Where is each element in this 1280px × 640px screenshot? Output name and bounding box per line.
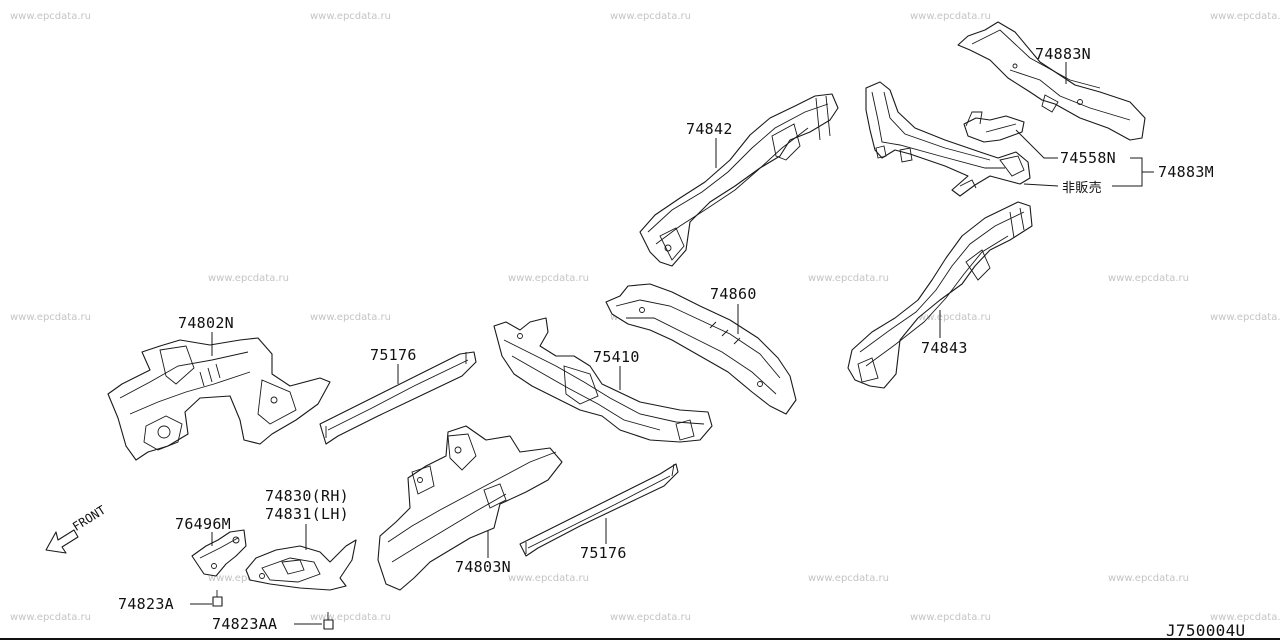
watermark: www.epcdata.ru	[808, 573, 889, 584]
watermark: www.epcdata.ru	[910, 11, 991, 22]
part-label: 非販売	[1062, 181, 1102, 196]
watermark: www.epcdata.ru	[910, 312, 991, 323]
diagram-code: J750004U	[1166, 621, 1246, 640]
watermark: www.epcdata.ru	[10, 11, 91, 22]
watermark: www.epcdata.ru	[610, 11, 691, 22]
part-74803N-drawing	[377, 425, 563, 591]
watermark: www.epcdata.ru	[1108, 573, 1189, 584]
part-74830-74831-drawing	[245, 539, 357, 591]
part-75176-upper-drawing	[319, 351, 477, 445]
watermark: www.epcdata.ru	[1108, 273, 1189, 284]
part-75410-drawing	[493, 317, 713, 443]
leader-lines	[190, 62, 1154, 625]
bolt-74823A-drawing	[212, 590, 223, 607]
part-label: 74802N	[178, 314, 234, 332]
watermark: www.epcdata.ru	[808, 273, 889, 284]
watermark: www.epcdata.ru	[310, 312, 391, 323]
part-label: 75410	[593, 348, 640, 366]
bottom-rule	[0, 638, 1280, 640]
part-label: 74842	[686, 120, 733, 138]
part-76496M-drawing	[191, 529, 247, 577]
watermark: www.epcdata.ru	[10, 312, 91, 323]
part-label: 75176	[370, 346, 417, 364]
part-label: 76496M	[175, 515, 231, 533]
part-label: 74883N	[1035, 45, 1091, 63]
part-74558N-drawing	[963, 111, 1025, 143]
front-arrow-icon	[45, 529, 79, 554]
part-label: 75176	[580, 544, 627, 562]
watermark: www.epcdata.ru	[1210, 612, 1280, 623]
watermark: www.epcdata.ru	[310, 612, 391, 623]
part-74883M-drawing	[865, 81, 1031, 197]
watermark: www.epcdata.ru	[208, 273, 289, 284]
watermark: www.epcdata.ru	[1210, 312, 1280, 323]
part-label: 74883M	[1158, 163, 1214, 181]
part-label: 74823AA	[212, 615, 278, 633]
part-74802N-drawing	[107, 337, 331, 461]
part-label: 74860	[710, 285, 757, 303]
part-label: 74803N	[455, 558, 511, 576]
watermark: www.epcdata.ru	[508, 573, 589, 584]
watermark: www.epcdata.ru	[508, 273, 589, 284]
part-label: 74830(RH)	[265, 487, 349, 505]
part-label: 74831(LH)	[265, 505, 349, 523]
watermark: www.epcdata.ru	[1210, 11, 1280, 22]
part-label: 74823A	[118, 595, 174, 613]
watermark: www.epcdata.ru	[610, 612, 691, 623]
bolt-74823AA-drawing	[323, 612, 334, 630]
part-label: 74558N	[1060, 149, 1116, 167]
part-74883N-drawing	[957, 21, 1146, 141]
part-74842-drawing	[639, 93, 839, 267]
watermark: www.epcdata.ru	[310, 11, 391, 22]
part-75176-lower-drawing	[519, 463, 679, 557]
watermark: www.epcdata.ru	[208, 573, 289, 584]
part-74860-drawing	[605, 283, 797, 415]
watermark: www.epcdata.ru	[910, 612, 991, 623]
part-74843-drawing	[847, 201, 1033, 389]
watermark: www.epcdata.ru	[10, 612, 91, 623]
part-label: 74843	[921, 339, 968, 357]
